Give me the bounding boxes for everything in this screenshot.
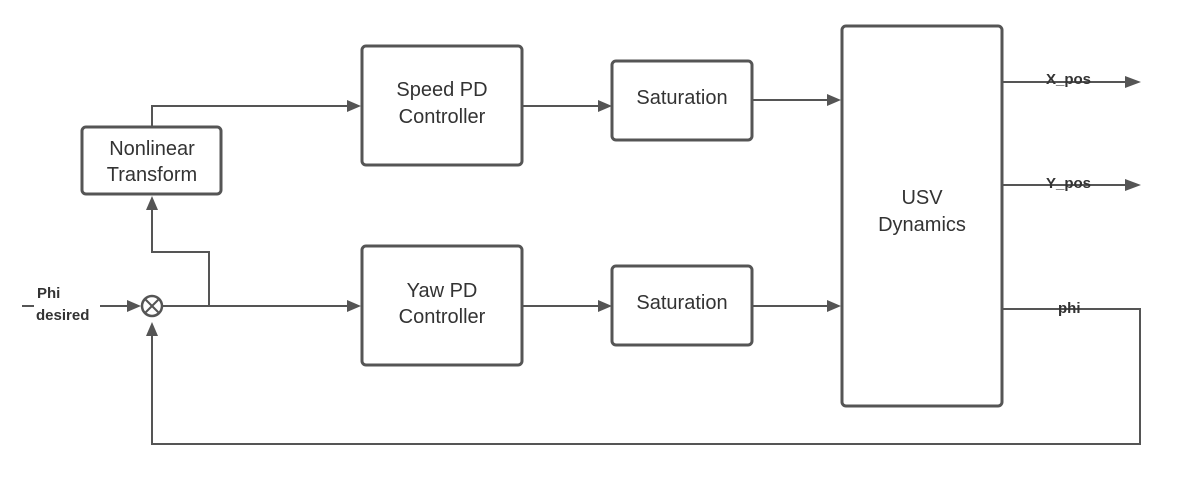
output-label-x-pos: X_pos	[1046, 71, 1091, 88]
usv-top-input-arrow-icon	[827, 94, 841, 106]
yaw-pd-controller-block: Yaw PD Controller	[360, 244, 524, 367]
transform-to-speed-wire	[151, 105, 348, 126]
output-label-phi: phi	[1058, 300, 1081, 317]
speed-pd-label-2: Controller	[399, 106, 486, 128]
phi-feedback-wire	[151, 308, 1141, 445]
yaw-input-arrow-icon	[347, 300, 361, 312]
summing-junction	[140, 294, 164, 318]
nonlinear-transform-block: Nonlinear Transform	[80, 125, 223, 196]
yaw-pd-label-2: Controller	[399, 306, 486, 328]
cross-line-b	[144, 298, 160, 314]
saturation-bottom-block: Saturation	[610, 264, 754, 347]
output-label-y-pos: Y_pos	[1046, 175, 1091, 192]
branch-to-transform-wire	[151, 210, 210, 306]
speed-pd-label-1: Speed PD	[396, 79, 487, 101]
speed-pd-controller-block: Speed PD Controller	[360, 44, 524, 167]
y-pos-arrow-icon	[1125, 179, 1141, 191]
saturation-top-label: Saturation	[636, 87, 727, 109]
nonlinear-transform-label-1: Nonlinear	[109, 138, 195, 160]
input-label-phi: Phi	[37, 285, 60, 302]
saturation-top-block: Saturation	[610, 59, 754, 142]
sat-top-input-arrow-icon	[598, 100, 612, 112]
input-label-desired: desired	[36, 307, 89, 324]
transform-input-arrow-icon	[146, 196, 158, 210]
input-arrow-icon	[127, 300, 141, 312]
usv-dynamics-label-1: USV	[901, 187, 943, 209]
wires	[22, 76, 1141, 445]
x-pos-arrow-icon	[1125, 76, 1141, 88]
usv-dynamics-label-2: Dynamics	[878, 214, 966, 236]
usv-dynamics-block: USV Dynamics	[840, 24, 1004, 408]
usv-bottom-input-arrow-icon	[827, 300, 841, 312]
yaw-pd-label-1: Yaw PD	[407, 280, 478, 302]
speed-input-arrow-icon	[347, 100, 361, 112]
sat-bottom-input-arrow-icon	[598, 300, 612, 312]
nonlinear-transform-label-2: Transform	[107, 164, 197, 186]
feedback-arrow-icon	[146, 322, 158, 336]
saturation-bottom-label: Saturation	[636, 292, 727, 314]
